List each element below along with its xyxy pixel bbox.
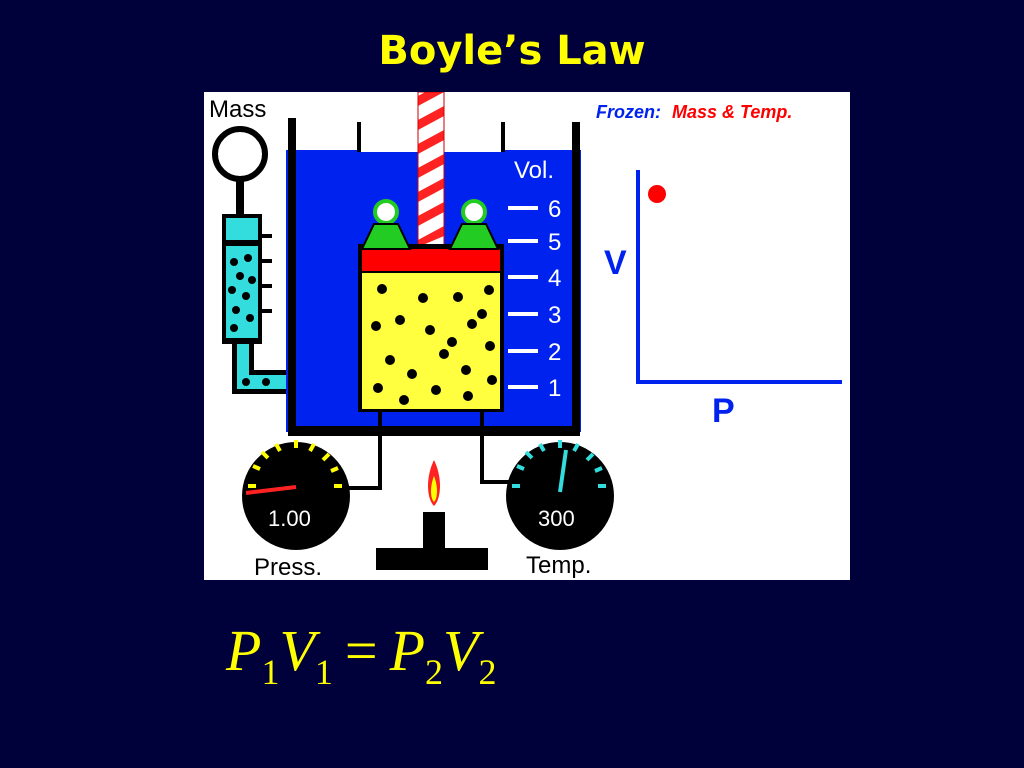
boyles-law-diagram: Mass bbox=[204, 92, 850, 580]
state-point bbox=[648, 185, 666, 203]
syringe bbox=[222, 214, 272, 344]
p-axis bbox=[636, 380, 842, 384]
frozen-vars: Mass & Temp. bbox=[672, 102, 792, 122]
mass-label: Mass bbox=[209, 96, 266, 123]
weight-right bbox=[448, 199, 500, 250]
temp-wire bbox=[480, 410, 512, 484]
vol-label: Vol. bbox=[514, 157, 554, 184]
eq-v1: V bbox=[279, 618, 315, 683]
pressure-gauge: 1.00 bbox=[242, 440, 350, 550]
burner bbox=[376, 460, 488, 570]
temp-label: Temp. bbox=[526, 552, 591, 579]
eq-sub-1a: 1 bbox=[261, 652, 280, 692]
eq-p1: P bbox=[226, 618, 262, 683]
eq-sub-2a: 2 bbox=[425, 652, 444, 692]
v-axis bbox=[636, 170, 640, 384]
pressure-label: Press. bbox=[254, 554, 322, 580]
temperature-gauge: 300 bbox=[506, 440, 614, 550]
eq-equals: = bbox=[344, 618, 378, 683]
pressure-wire bbox=[344, 410, 382, 490]
mass-ring-icon bbox=[212, 126, 268, 182]
pressure-value: 1.00 bbox=[268, 506, 311, 531]
vol-tick-1: 1 bbox=[548, 375, 561, 402]
slide-title: Boyle’s Law bbox=[378, 28, 646, 74]
pressure-needle bbox=[245, 485, 297, 495]
eq-sub-1b: 1 bbox=[314, 652, 333, 692]
mass-rod bbox=[236, 179, 244, 217]
piston bbox=[362, 249, 500, 271]
eq-p2: P bbox=[389, 618, 426, 683]
volume-scale: Vol. 6 5 4 3 2 1 bbox=[508, 157, 561, 402]
vol-tick-4: 4 bbox=[548, 265, 561, 292]
pv-graph: V P bbox=[604, 170, 842, 430]
p-axis-label: P bbox=[712, 392, 735, 430]
boyles-law-equation: P1V1=P2V2 bbox=[226, 622, 496, 691]
eq-v2: V bbox=[443, 618, 479, 683]
vol-tick-5: 5 bbox=[548, 229, 561, 256]
gas-volume bbox=[362, 273, 500, 409]
vol-tick-6: 6 bbox=[548, 196, 561, 223]
v-axis-label: V bbox=[604, 244, 627, 282]
frozen-caption: Frozen: Mass & Temp. bbox=[596, 102, 792, 122]
piston-rod bbox=[417, 92, 445, 248]
eq-sub-2b: 2 bbox=[478, 652, 497, 692]
vol-tick-2: 2 bbox=[548, 339, 561, 366]
vol-tick-3: 3 bbox=[548, 302, 561, 329]
temp-value: 300 bbox=[538, 506, 575, 531]
frozen-label: Frozen: bbox=[596, 102, 661, 122]
gas-cylinder bbox=[358, 244, 504, 412]
temp-needle bbox=[558, 449, 568, 493]
weight-left bbox=[360, 199, 412, 250]
